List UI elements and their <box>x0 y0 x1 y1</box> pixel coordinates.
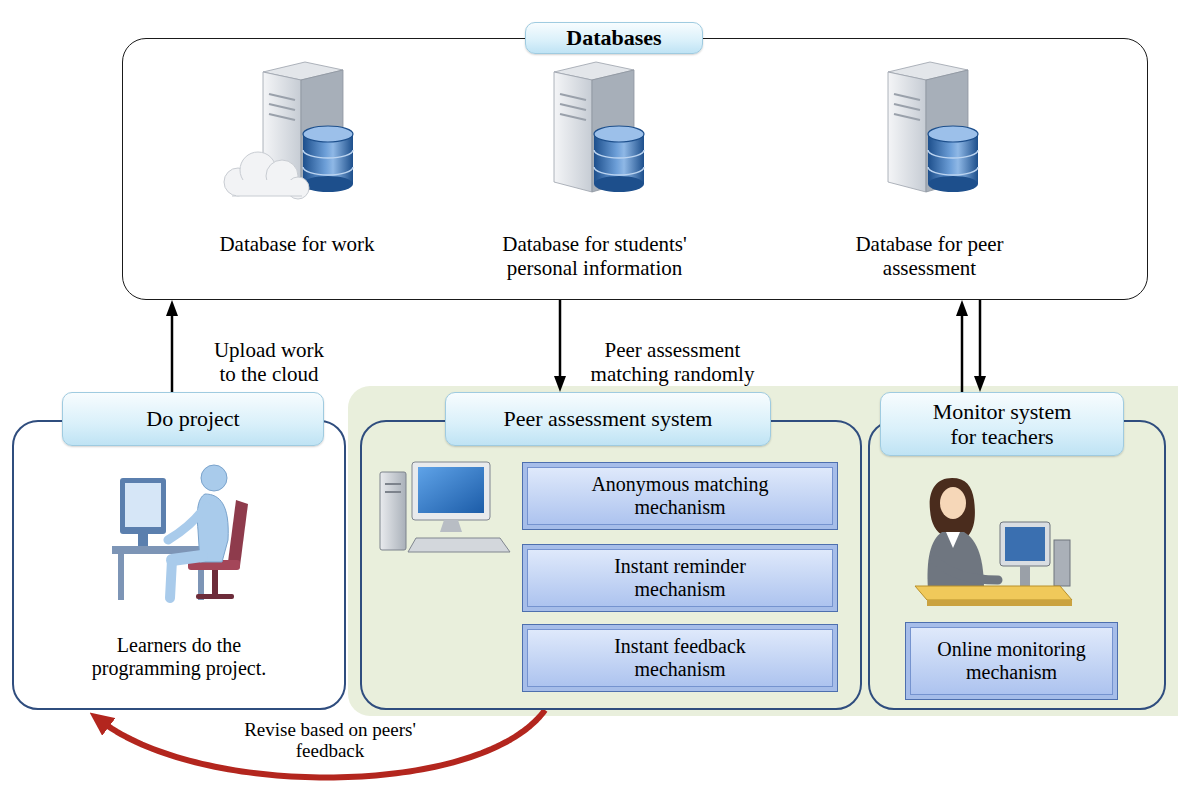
teacher-icon <box>940 487 966 519</box>
cloud-icon <box>224 152 309 199</box>
mechanism-box: Instant reminder mechanism <box>522 544 838 612</box>
system-panel: Peer assessment systemAnonymous matching… <box>360 420 862 710</box>
process-panel: Do projectLearners do the programming pr… <box>12 420 346 710</box>
learner-icon <box>120 478 166 534</box>
flow-arrow <box>961 308 964 392</box>
flow-arrow <box>99 710 545 778</box>
edge-label: Revise based on peers' feedback <box>225 720 435 762</box>
edge-label: Upload work to the cloud <box>205 338 333 386</box>
flow-arrow <box>559 300 562 384</box>
system-panel: Monitor system for teachersOnline monito… <box>868 420 1166 710</box>
mechanism-label: Online monitoring mechanism <box>927 638 1097 684</box>
learner-icon <box>125 483 161 527</box>
teacher-icon <box>927 600 1072 606</box>
teacher-icon <box>1000 522 1050 566</box>
mechanism-box: Instant feedback mechanism <box>522 624 838 692</box>
mechanism-label: Anonymous matching mechanism <box>580 473 780 519</box>
computer-icon <box>412 462 490 520</box>
teacher-icon <box>935 560 998 580</box>
panel-description: Learners do the programming project. <box>79 634 279 680</box>
computer-icon <box>385 483 401 485</box>
learner-icon <box>138 534 148 546</box>
teacher-icon <box>915 586 1072 600</box>
system-area-panel <box>348 386 1178 716</box>
computer-icon <box>380 462 510 552</box>
learner-icon <box>118 554 124 600</box>
cloud-icon <box>232 196 302 197</box>
flow-arrow <box>171 308 174 392</box>
teacher-icon <box>946 532 960 548</box>
teacher-icon <box>1005 527 1045 561</box>
panel-heading: Do project <box>62 392 324 446</box>
group-heading: Databases <box>525 22 703 54</box>
server-icon <box>888 62 978 192</box>
database-label: Database for students' personal informat… <box>475 232 715 280</box>
mechanism-box: Anonymous matching mechanism <box>522 462 838 530</box>
database-label: Database for work <box>170 232 425 256</box>
learner-icon <box>170 560 172 598</box>
database-item: Database for work <box>170 52 425 292</box>
learner-icon <box>201 465 227 491</box>
teacher-icon <box>915 478 1072 606</box>
computer-icon <box>440 520 462 532</box>
computer-icon <box>385 491 401 493</box>
connector-group <box>99 300 980 778</box>
learner-icon <box>228 500 248 566</box>
computer-icon <box>408 538 510 552</box>
database-item: Database for peer assessment <box>800 52 1060 292</box>
learner-icon <box>212 570 218 594</box>
cloud-icon <box>236 180 300 196</box>
teacher-icon <box>930 478 975 536</box>
database-label: Database for peer assessment <box>835 232 1025 280</box>
mechanism-label: Instant feedback mechanism <box>580 635 780 681</box>
panel-heading: Peer assessment system <box>445 392 771 446</box>
edge-label: Peer assessment matching randomly <box>575 338 770 386</box>
teacher-icon <box>1020 566 1030 586</box>
server-icon <box>554 62 644 192</box>
computer-icon <box>380 472 406 550</box>
database-item: Database for students' personal informat… <box>425 52 765 292</box>
teacher-icon <box>1054 540 1070 586</box>
mechanism-box: Online monitoring mechanism <box>905 622 1118 700</box>
learner-icon <box>112 465 248 600</box>
flow-arrow <box>979 300 982 384</box>
server-icon <box>263 62 353 192</box>
mechanism-label: Instant reminder mechanism <box>580 555 780 601</box>
learner-icon <box>168 506 206 540</box>
learner-icon <box>196 594 234 599</box>
panel-heading: Monitor system for teachers <box>880 392 1124 456</box>
database-group: DatabasesDatabase for workDatabase for s… <box>122 38 1148 300</box>
computer-icon <box>418 467 484 513</box>
